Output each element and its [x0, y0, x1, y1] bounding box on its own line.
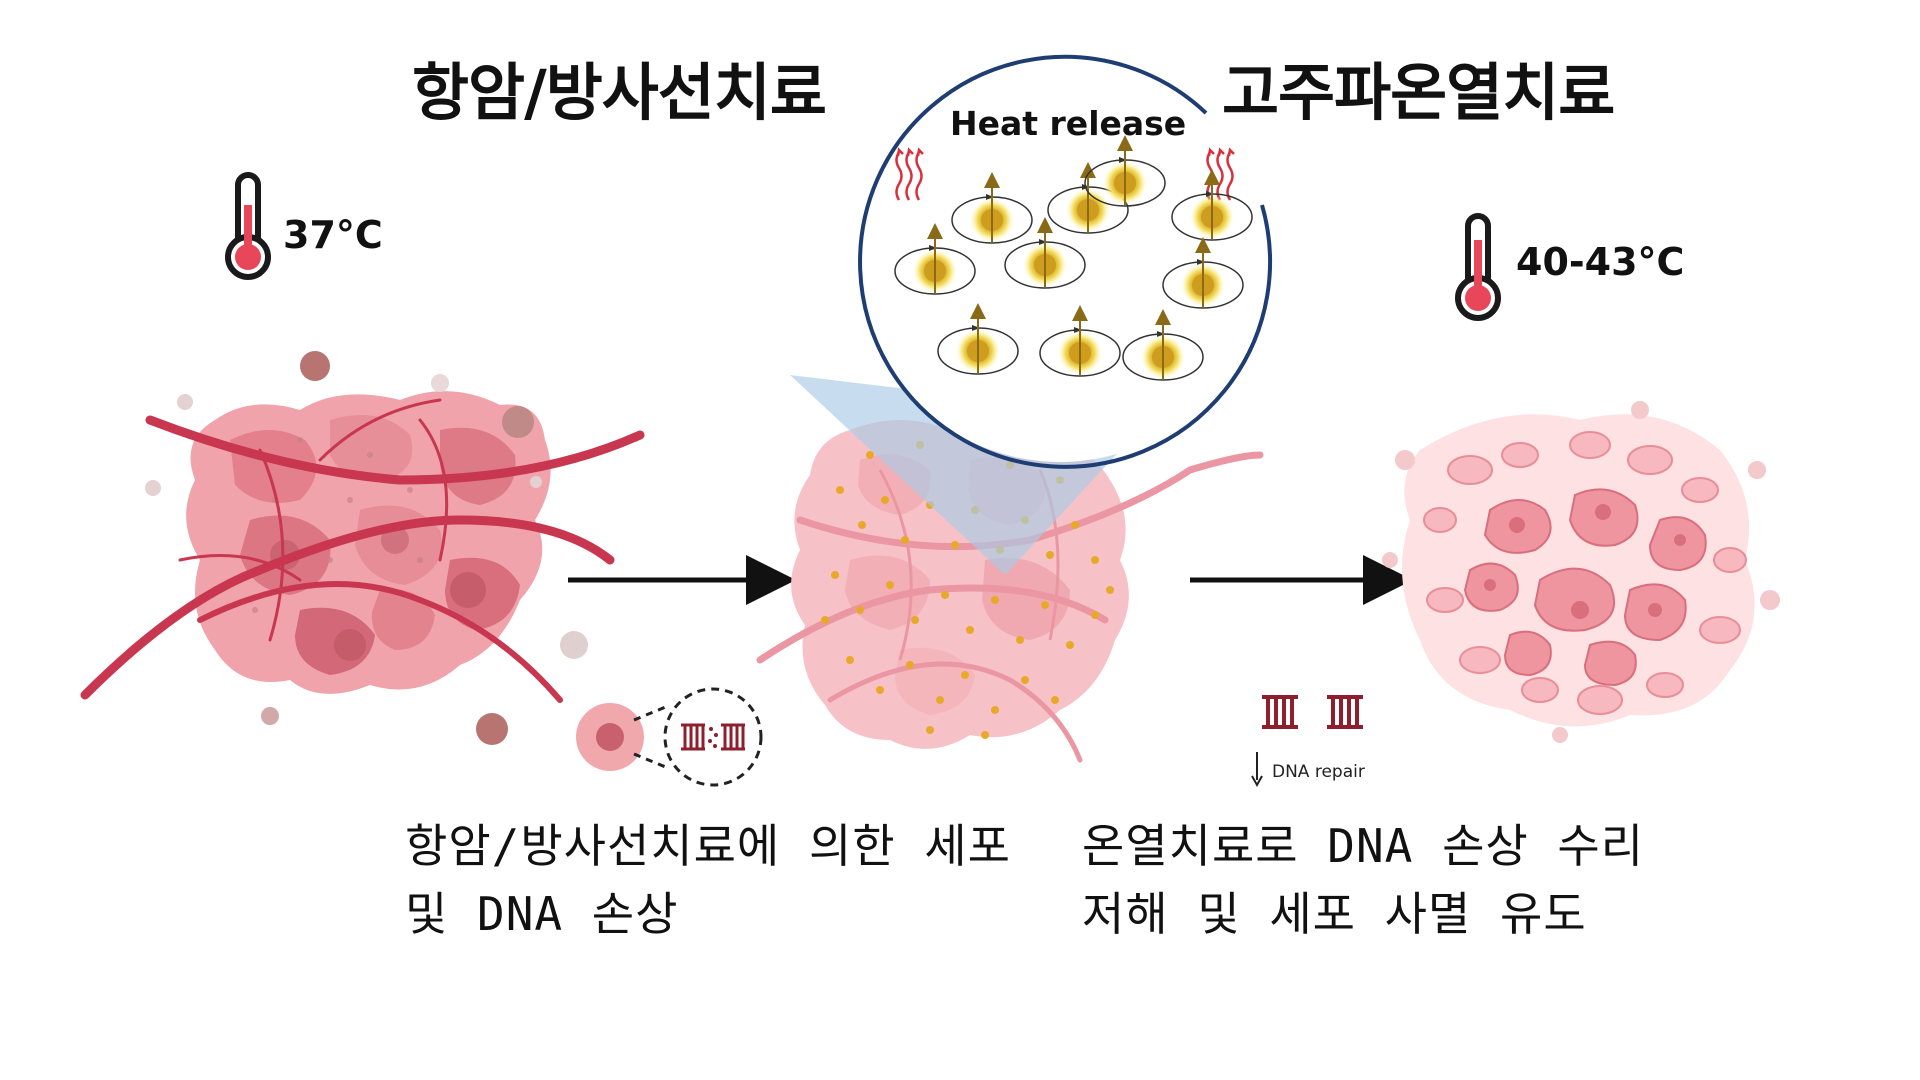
caption-line: 온열치료로 DNA 손상 수리: [1082, 819, 1645, 873]
tumor-tissue-left: [80, 351, 645, 745]
nanoparticle: [937, 303, 1019, 375]
nanoparticle: [1004, 217, 1086, 289]
dna-repair-label: DNA repair: [1272, 762, 1365, 782]
caption-line: 저해 및 세포 사멸 유도: [1082, 887, 1587, 941]
nanoparticle: [894, 223, 976, 295]
nanoparticle: [1171, 169, 1253, 241]
tumor-tissue-dying: [1382, 401, 1780, 743]
temperature-label-hyperthermia: 40-43°C: [1516, 240, 1685, 284]
title-radiofrequency-hyperthermia: 고주파온열치료: [1222, 56, 1615, 129]
caption-line: 및 DNA 손상: [405, 887, 679, 941]
title-chemo-radiation: 항암/방사선치료: [412, 56, 827, 129]
nanoparticle: [1084, 135, 1166, 207]
dna-icon: [681, 723, 745, 751]
heat-wave-icon: [895, 147, 924, 201]
dna-icon: [1262, 695, 1298, 729]
nanoparticle: [1122, 309, 1204, 381]
damaged-cell: [576, 687, 763, 787]
nanoparticle: [1039, 305, 1121, 377]
temperature-label-baseline: 37°C: [283, 213, 383, 257]
dna-icon: [1327, 695, 1363, 729]
nanoparticle: [1162, 237, 1244, 309]
nanoparticle: [1047, 162, 1129, 234]
thermometer-icon: [225, 172, 271, 280]
caption-hyperthermia: 온열치료로 DNA 손상 수리 저해 및 세포 사멸 유도: [1082, 812, 1644, 948]
nanoparticle: [951, 172, 1033, 244]
heat-release-label: Heat release: [950, 104, 1187, 143]
thermometer-icon: [1455, 213, 1501, 321]
caption-chemo-radiation: 항암/방사선치료에 의한 세포 및 DNA 손상: [405, 812, 1011, 948]
caption-line: 항암/방사선치료에 의한 세포: [405, 819, 1011, 873]
magnetic-nanoparticles: [894, 135, 1253, 381]
down-arrow-icon: [1251, 752, 1263, 788]
